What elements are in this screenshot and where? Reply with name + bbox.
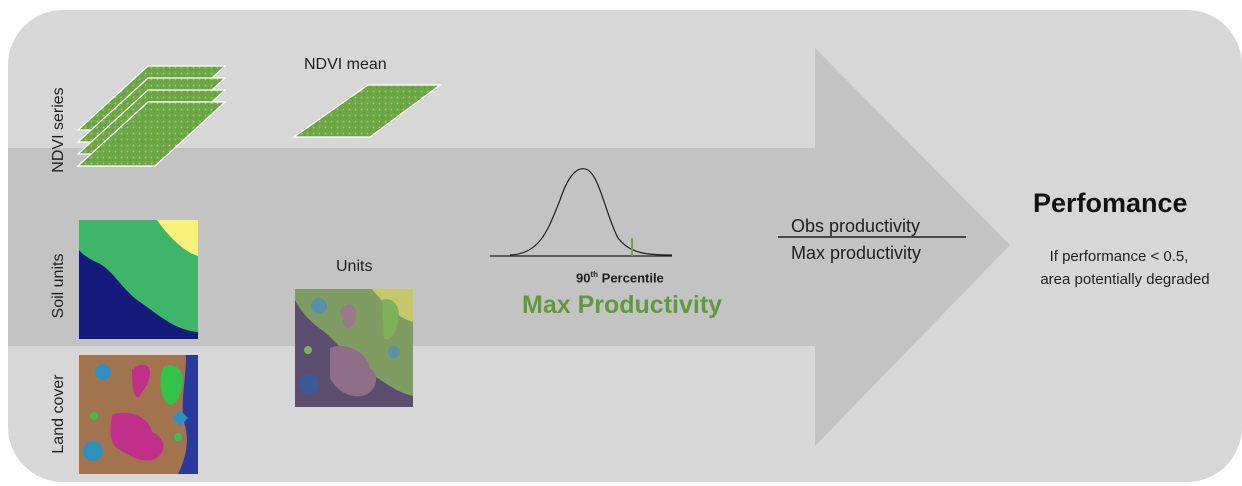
bell-curve: [490, 168, 673, 257]
performance-title: Perfomance: [1033, 188, 1188, 218]
percentile-label: 90th Percentile: [576, 270, 664, 285]
row-label-soil-units: Soil units: [50, 253, 67, 319]
row-label-ndvi-series: NDVI series: [50, 87, 67, 173]
land-cover-map: [79, 355, 198, 474]
percentile-suffix: Percentile: [598, 270, 664, 286]
soil-units-map: [79, 220, 198, 339]
fraction-denominator: Max productivity: [791, 243, 922, 263]
flow-arrow: [8, 48, 1010, 446]
ndvi-mean-layer: [292, 84, 442, 138]
max-productivity-label: Max Productivity: [522, 291, 723, 319]
ndvi-mean-label: NDVI mean: [304, 56, 387, 73]
performance-note-line2: area potentially degraded: [1040, 271, 1210, 288]
percentile-superscript: th: [590, 270, 599, 279]
units-map: [295, 289, 413, 407]
percentile-number: 90: [576, 270, 591, 286]
performance-note-line1: If performance < 0.5,: [1049, 248, 1189, 265]
ndvi-series-stack: [76, 65, 227, 167]
units-label: Units: [336, 258, 373, 275]
row-label-land-cover: Land cover: [50, 374, 67, 454]
fraction-numerator: Obs productivity: [791, 216, 921, 236]
